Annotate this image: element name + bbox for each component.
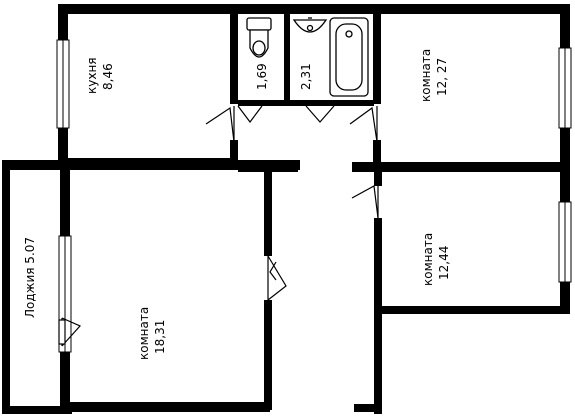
loggia-label: Лоджия 5.07 [23, 237, 37, 318]
room-ne-area: 12, 27 [435, 58, 449, 96]
wall-room-w-bottom [60, 402, 270, 412]
wall-room-e-left-upper [374, 166, 382, 186]
wall-bath-room-low [373, 140, 381, 168]
toilet-fixture [246, 17, 272, 58]
toilet-area: 1,69 [255, 63, 269, 90]
wall-toilet-bath [284, 4, 290, 104]
wall-bath-room [373, 4, 381, 104]
wall-room-w-left-upper [60, 166, 70, 236]
wall-room-w-right-upper [264, 170, 272, 256]
door-room-w[interactable] [267, 255, 287, 301]
wall-corridor-right [374, 306, 382, 414]
wall-room-w-top [2, 160, 300, 170]
door-room-ne[interactable] [349, 106, 378, 143]
kitchen-area: 8,46 [101, 63, 115, 90]
door-kitchen[interactable] [205, 106, 235, 143]
bathtub-fixture [329, 17, 369, 97]
bathroom-area: 2,31 [299, 63, 313, 90]
wall-room-e-left-lower [374, 218, 382, 312]
wall-room-e-bottom [374, 306, 570, 314]
doors [58, 105, 379, 347]
windows [56, 39, 572, 353]
room-ne-name: комната [419, 49, 433, 102]
room-w-name: комната [137, 307, 151, 360]
wall-wet-bottom [238, 100, 374, 106]
room-e-area: 12,44 [437, 246, 451, 280]
room-w-area: 18,31 [153, 320, 167, 354]
sink-fixture [292, 17, 328, 33]
door-toilet[interactable] [237, 105, 263, 123]
wall-room-ne-bottom [352, 162, 570, 172]
door-bathroom[interactable] [305, 105, 335, 123]
wall-room-w-right-lower [264, 300, 272, 410]
kitchen-name: кухня [85, 57, 99, 94]
door-loggia[interactable] [58, 317, 81, 347]
wall-kitchen-right [230, 4, 238, 104]
door-room-e[interactable] [351, 185, 379, 219]
wall-loggia-bottom [2, 406, 72, 414]
wall-loggia-left [2, 160, 10, 414]
wall-top [58, 4, 568, 14]
wall-entry-right [354, 404, 382, 412]
room-e-name: комната [421, 233, 435, 286]
wall-room-w-left-lower [60, 352, 70, 410]
wall-kitchen-right-low [230, 140, 238, 168]
